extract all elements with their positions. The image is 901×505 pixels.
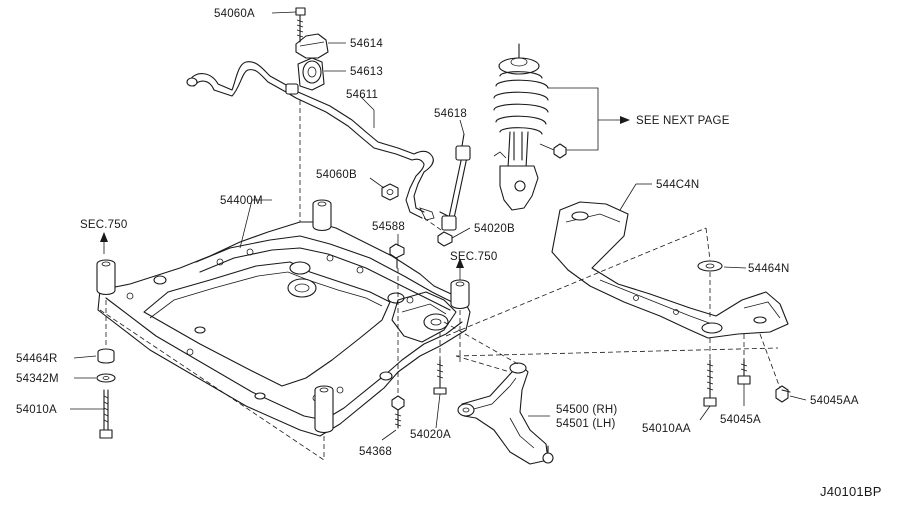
label-54618: 54618 [434,108,467,120]
mount-bushing-front-right [450,279,470,310]
label-54060a: 54060A [214,8,255,20]
bolt-54020a [433,359,447,395]
leader-lines [70,11,807,441]
sec-arrow-center [456,258,464,280]
label-54045aa: 54045AA [810,395,859,407]
label-54020a: 54020A [410,429,451,441]
bolt-54045a [737,359,751,385]
suspension-member [97,221,471,437]
label-54342m: 54342M [16,373,59,385]
label-54010aa: 54010AA [642,423,691,435]
bolt-54010aa [703,359,717,407]
label-54060b: 54060B [316,169,357,181]
sec-arrow-left [100,232,108,254]
label-54611: 54611 [346,89,378,101]
label-54614: 54614 [350,38,383,50]
assembly-lines [99,100,781,461]
nut-54060b [381,183,399,201]
stopper-54464n [697,260,723,272]
bolt-54010a [99,389,113,439]
transverse-link [457,362,554,465]
label-54045a: 54045A [720,414,761,426]
strut-assembly [493,43,567,211]
label-54400m: 54400M [220,195,263,207]
mount-bushing-rear-right [312,199,332,232]
label-544c4n: 544C4N [656,179,699,191]
label-54464r: 54464R [16,353,57,365]
label-sec-750-center: SEC.750 [450,251,497,263]
member-extension-544c4n [551,201,789,339]
label-54613: 54613 [350,66,383,78]
label-54588: 54588 [372,221,405,233]
stabilizer-bushing-bracket [295,7,329,91]
bolt-54588 [389,243,405,269]
label-54500: 54500 (RH) [556,404,617,416]
see-next-page-bracket [548,87,630,151]
label-54501: 54501 (LH) [556,418,616,430]
bolt-54045aa [775,385,791,403]
label-54020b: 54020B [474,223,515,235]
label-54010a: 54010A [16,404,57,416]
stabilizer-bar [186,61,435,221]
mount-bushing-rear-left [96,259,116,296]
diagram-id: J40101BP [820,484,882,499]
washer-54342m [96,373,116,383]
part-labels: 54060A 54614 54613 54611 54618 SEE NEXT … [16,8,882,499]
label-see-next-page: SEE NEXT PAGE [636,115,730,127]
bolt-54368 [391,395,405,429]
mount-bushing-front-left [314,385,334,434]
label-sec-750-left: SEC.750 [80,219,127,231]
stopper-54464r [97,348,115,364]
label-54464n: 54464N [748,263,789,275]
stabilizer-link [437,133,471,247]
label-54368: 54368 [359,446,392,458]
